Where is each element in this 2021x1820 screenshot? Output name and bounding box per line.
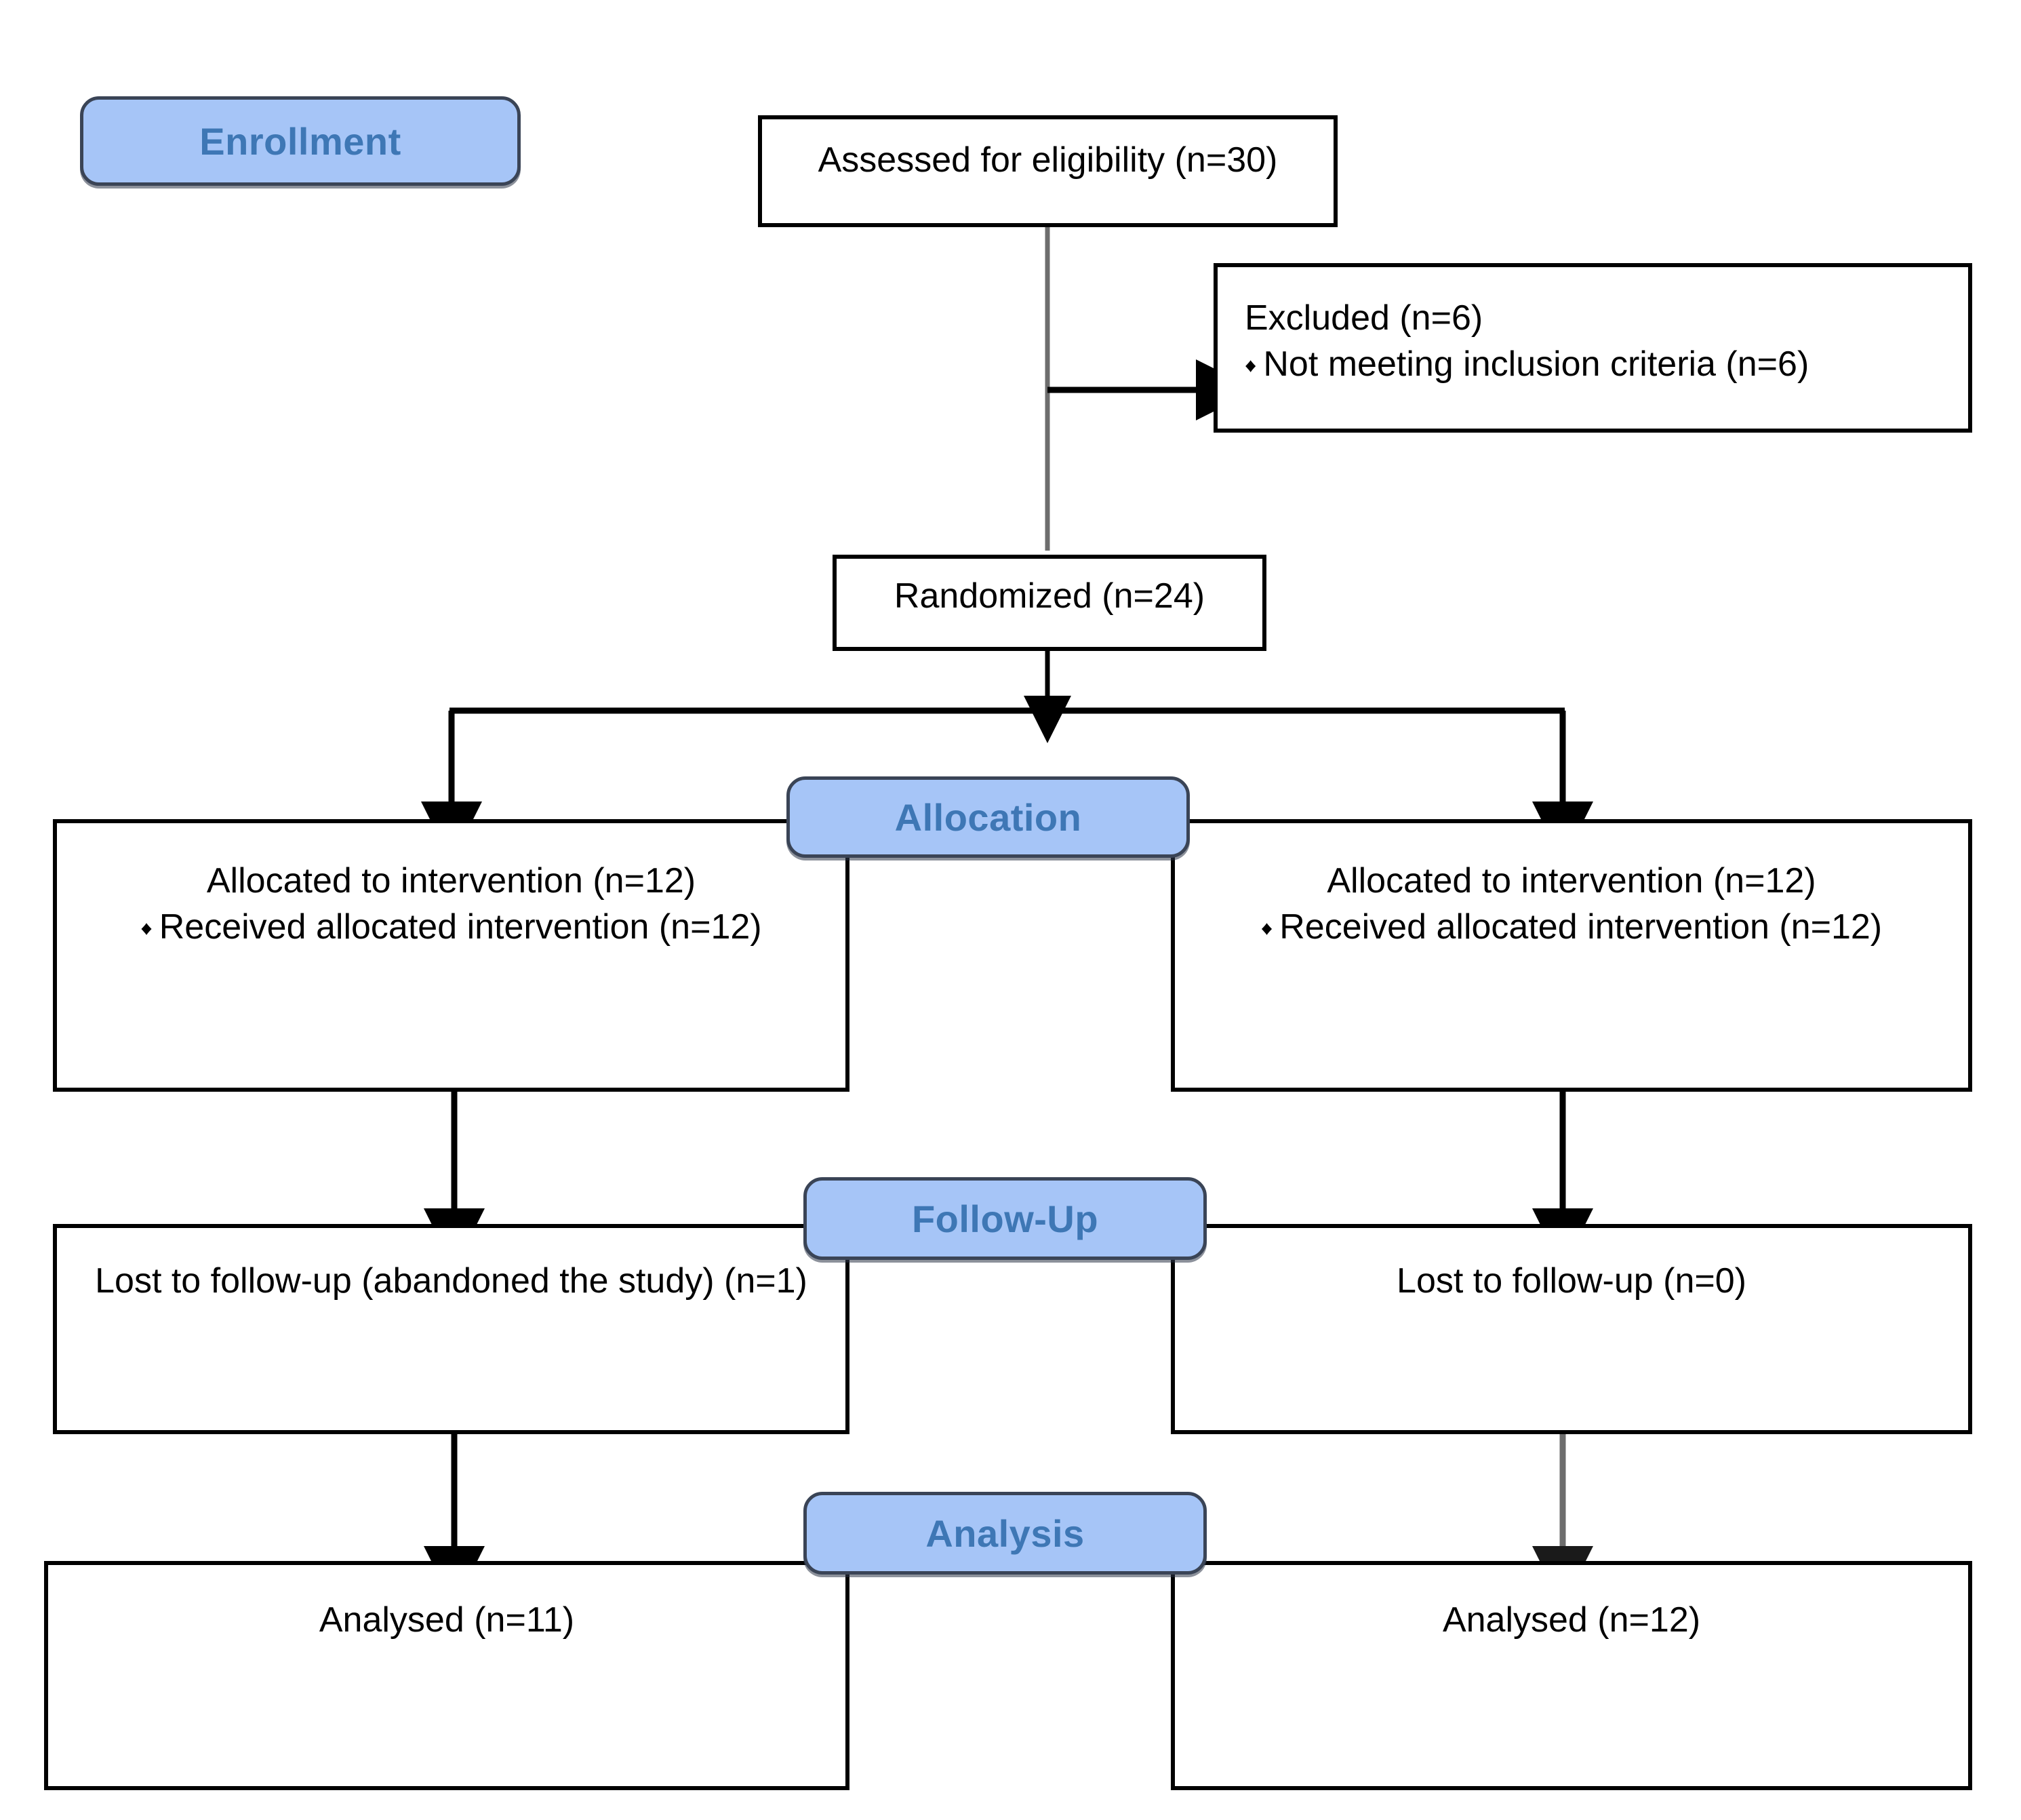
allocated-right-heading: Allocated to intervention (n=12): [1327, 861, 1816, 901]
allocated-right-bullet-row: ♦ Received allocated intervention (n=12): [1175, 905, 1968, 951]
stage-badge-analysis-label: Analysis: [925, 1511, 1085, 1555]
bullet-diamond-icon: ♦: [140, 917, 153, 940]
allocated-left-heading: Allocated to intervention (n=12): [206, 861, 696, 901]
allocated-right-box: Allocated to intervention (n=12) ♦ Receiv…: [1171, 819, 1972, 1092]
randomized-text: Randomized (n=24): [894, 576, 1205, 616]
allocated-right-bullet-text: Received allocated intervention (n=12): [1279, 907, 1883, 947]
allocated-left-box: Allocated to intervention (n=12) ♦ Receiv…: [53, 819, 849, 1092]
lost-to-followup-left-box: Lost to follow-up (abandoned the study) …: [53, 1224, 849, 1434]
bullet-diamond-icon: ♦: [1245, 354, 1257, 377]
analysed-right-text: Analysed (n=12): [1442, 1600, 1701, 1640]
assessed-for-eligibility-text: Assessed for eligibility (n=30): [818, 140, 1278, 180]
stage-badge-enrollment: Enrollment: [80, 96, 521, 186]
stage-badge-allocation: Allocation: [786, 776, 1190, 858]
analysed-right-box: Analysed (n=12): [1171, 1561, 1972, 1790]
bullet-diamond-icon: ♦: [1260, 917, 1273, 940]
allocated-left-bullet-row: ♦ Received allocated intervention (n=12): [57, 905, 845, 951]
lost-to-followup-right-text: Lost to follow-up (n=0): [1397, 1261, 1746, 1301]
analysed-left-text: Analysed (n=11): [319, 1600, 575, 1640]
lost-to-followup-right-box: Lost to follow-up (n=0): [1171, 1224, 1972, 1434]
excluded-box: Excluded (n=6) ♦ Not meeting inclusion cr…: [1214, 263, 1972, 433]
analysed-left-box: Analysed (n=11): [44, 1561, 849, 1790]
allocated-left-bullet-text: Received allocated intervention (n=12): [159, 907, 762, 947]
excluded-bullet-row: ♦ Not meeting inclusion criteria (n=6): [1245, 342, 1955, 388]
stage-badge-enrollment-label: Enrollment: [199, 119, 401, 163]
stage-badge-followup: Follow-Up: [803, 1177, 1207, 1260]
stage-badge-analysis: Analysis: [803, 1492, 1207, 1575]
randomized-box: Randomized (n=24): [833, 555, 1266, 651]
lost-to-followup-left-text: Lost to follow-up (abandoned the study) …: [95, 1261, 807, 1301]
assessed-for-eligibility-box: Assessed for eligibility (n=30): [758, 115, 1338, 227]
excluded-bullet-text: Not meeting inclusion criteria (n=6): [1263, 344, 1809, 384]
stage-badge-allocation-label: Allocation: [894, 795, 1082, 839]
excluded-heading: Excluded (n=6): [1245, 298, 1483, 338]
stage-badge-followup-label: Follow-Up: [911, 1197, 1099, 1240]
